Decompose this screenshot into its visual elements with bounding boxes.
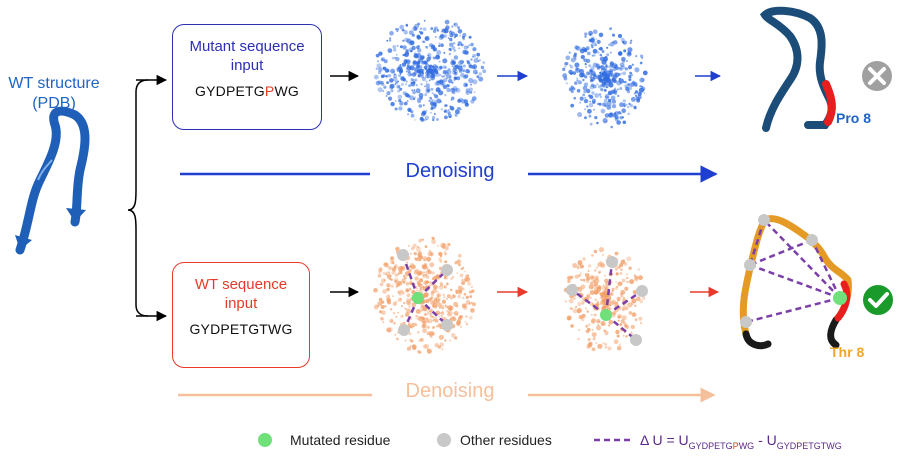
wt-sequence-box: WT sequence input GYDPETGTWG bbox=[172, 262, 310, 368]
legend-other-label: Other residues bbox=[460, 432, 552, 448]
wt-box-title-line1: WT sequence bbox=[194, 276, 288, 293]
wt-box-title-line2: input bbox=[224, 295, 258, 312]
mutant-seq-suffix: WG bbox=[274, 83, 299, 99]
mutant-box-title: Mutant sequence input bbox=[173, 37, 321, 75]
mutant-seq-mutation: P bbox=[264, 83, 275, 99]
result-label-thr8: Thr 8 bbox=[830, 344, 865, 360]
denoising-label-top: Denoising bbox=[405, 160, 495, 182]
legend-other-dot bbox=[437, 433, 451, 447]
noise-cloud-bottom-1 bbox=[373, 236, 476, 354]
legend-sub1-c: WG bbox=[738, 440, 755, 451]
cross-icon bbox=[862, 61, 892, 91]
legend-sub1-b: P bbox=[732, 440, 739, 451]
legend-mutated-label: Mutated residue bbox=[290, 432, 391, 448]
mutant-sequence-box: Mutant sequence input GYDPETGPWG bbox=[172, 24, 322, 130]
wt-structure-line2: (PDB) bbox=[32, 95, 76, 112]
split-brace bbox=[127, 79, 149, 317]
noise-cloud-top-1 bbox=[373, 19, 487, 122]
legend-delta-formula: Δ U = UGYDPETGPWG - UGYDPETGTWG bbox=[640, 432, 842, 451]
wt-sequence: GYDPETGTWG bbox=[189, 321, 293, 337]
mutant-box-title-line1: Mutant sequence bbox=[189, 38, 305, 55]
wt-structure-label: WT structure (PDB) bbox=[4, 74, 104, 114]
result-label-pro8: Pro 8 bbox=[836, 110, 872, 126]
legend-delta-prefix: Δ U = U bbox=[640, 432, 689, 448]
denoising-label-bottom: Denoising bbox=[405, 380, 495, 402]
mutant-sequence: GYDPETGPWG bbox=[173, 83, 321, 99]
legend-sub2: GYDPETGTWG bbox=[776, 440, 842, 451]
mutant-seq-prefix: GYDPETG bbox=[195, 83, 265, 99]
wt-box-title: WT sequence input bbox=[173, 275, 309, 313]
legend-sub1-a: GYDPETG bbox=[688, 440, 733, 451]
result-structure-thr8 bbox=[739, 214, 852, 350]
mutant-box-title-line2: input bbox=[230, 57, 264, 74]
check-icon bbox=[863, 285, 893, 315]
interaction-graph-1 bbox=[397, 249, 453, 336]
wt-structure-ribbon bbox=[15, 106, 90, 255]
noise-cloud-top-2 bbox=[562, 27, 648, 129]
legend-minus: - U bbox=[754, 432, 777, 448]
legend-sub1: GYDPETGPWG bbox=[689, 441, 755, 451]
result-structure-pro8 bbox=[759, 6, 836, 132]
legend-mutated-dot bbox=[258, 433, 272, 447]
wt-structure-line1: WT structure bbox=[8, 75, 100, 92]
interaction-graph-2 bbox=[566, 256, 648, 346]
